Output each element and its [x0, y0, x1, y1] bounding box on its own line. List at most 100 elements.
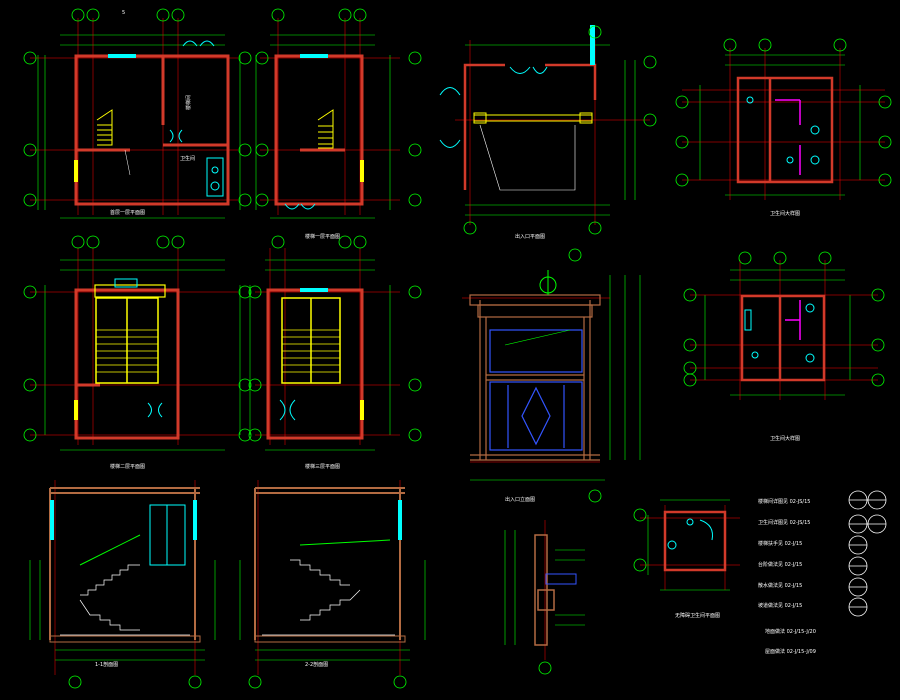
axis-bubble	[338, 235, 352, 249]
axis-bubble	[86, 8, 100, 22]
index-row-3: 楼梯扶手见 02-J/15	[758, 540, 802, 547]
svg-text:卫生间大样图: 卫生间大样图	[770, 210, 800, 217]
index-row-6: 坡道做法见 02-J/15	[758, 602, 802, 609]
axis-bubble	[408, 51, 422, 65]
axis-bubble	[723, 38, 737, 52]
svg-text:出入口平面图: 出入口平面图	[515, 233, 545, 240]
axis-bubble	[238, 193, 252, 207]
index-row-1: 楼梯间详图见 02-JS/15	[758, 498, 810, 505]
axis-bubble	[271, 235, 285, 249]
axis-bubble	[408, 428, 422, 442]
axis-bubble	[643, 113, 657, 127]
axis-bubble	[238, 428, 252, 442]
axis-bubble	[71, 235, 85, 249]
axis-bubble	[871, 288, 885, 302]
axis-bubble	[238, 378, 252, 392]
svg-text:楼梯三层平面图: 楼梯三层平面图	[305, 463, 340, 470]
index-row-5: 散水做法见 02-J/15	[758, 582, 802, 589]
axis-bubble	[871, 338, 885, 352]
section-1: 1-1剖面图	[29, 480, 216, 675]
top-number: 5	[122, 10, 125, 16]
axis-bubble	[255, 193, 269, 207]
axis-bubble	[538, 661, 552, 675]
svg-text:楼梯二层平面图: 楼梯二层平面图	[110, 463, 145, 470]
axis-bubble	[675, 135, 689, 149]
axis-bubble	[68, 675, 82, 689]
axis-bubble	[156, 8, 170, 22]
plan-2-roof-stair: 楼梯一层平面图	[255, 18, 400, 240]
svg-text:无障碍卫生间平面图: 无障碍卫生间平面图	[675, 612, 720, 619]
axis-bubble	[271, 8, 285, 22]
axis-bubble	[758, 38, 772, 52]
axis-bubble	[188, 675, 202, 689]
axis-bubble	[588, 489, 602, 503]
axis-bubble	[156, 235, 170, 249]
axis-bubble	[683, 288, 697, 302]
axis-bubble	[738, 251, 752, 265]
index-symbols	[848, 490, 887, 617]
axis-bubble	[171, 8, 185, 22]
axis-bubble	[23, 193, 37, 207]
axis-bubble	[633, 508, 647, 522]
axis-bubble	[878, 135, 892, 149]
plan-4-toilet: 卫生间大样图	[682, 48, 885, 217]
index-row-2: 卫生间详图见 02-JS/15	[758, 519, 810, 526]
axis-bubble	[238, 51, 252, 65]
axis-bubble	[675, 173, 689, 187]
axis-bubble	[675, 95, 689, 109]
svg-text:楼梯一层平面图: 楼梯一层平面图	[305, 233, 340, 240]
svg-text:2-2剖面图: 2-2剖面图	[305, 661, 328, 668]
plan-1-first-floor: 首层一层平面图 卫生间 楼梯间	[30, 18, 241, 219]
axis-bubble	[353, 8, 367, 22]
index-row-4: 台阶做法见 02-J/15	[758, 561, 802, 568]
axis-bubble	[408, 285, 422, 299]
axis-bubble	[23, 428, 37, 442]
index-row-7: 地面做法 02-J/15-J/20	[765, 628, 816, 635]
axis-bubble	[86, 235, 100, 249]
axis-bubble	[568, 248, 582, 262]
axis-bubble	[255, 51, 269, 65]
axis-bubble	[71, 8, 85, 22]
axis-bubble	[238, 285, 252, 299]
sheet-index-notes: 楼梯间详图见 02-JS/15 卫生间详图见 02-JS/15 楼梯扶手见 02…	[758, 498, 816, 655]
axis-bubble	[171, 235, 185, 249]
axis-bubble	[878, 173, 892, 187]
svg-text:出入口立面图: 出入口立面图	[505, 496, 535, 503]
axis-bubble	[23, 143, 37, 157]
small-toilet-plan: 无障碍卫生间平面图	[640, 499, 740, 619]
axis-bubble	[588, 221, 602, 235]
axis-bubble	[23, 285, 37, 299]
axis-bubble	[683, 338, 697, 352]
axis-bubble	[248, 428, 262, 442]
axis-bubble	[878, 95, 892, 109]
axis-bubble	[238, 143, 252, 157]
axis-bubble	[463, 221, 477, 235]
axis-bubble	[23, 51, 37, 65]
axis-bubble	[818, 251, 832, 265]
axis-bubble	[248, 285, 262, 299]
axis-bubble	[408, 378, 422, 392]
svg-text:1-1剖面图: 1-1剖面图	[95, 661, 118, 668]
svg-text:首层一层平面图: 首层一层平面图	[110, 209, 145, 216]
section-2: 2-2剖面图	[239, 480, 426, 675]
axis-bubbles	[23, 8, 892, 689]
axis-bubble	[683, 373, 697, 387]
axis-bubble	[833, 38, 847, 52]
plan-5-stair: 楼梯二层平面图	[30, 248, 241, 470]
axis-bubble	[23, 378, 37, 392]
axis-bubble	[871, 373, 885, 387]
plan-7-toilet: 卫生间大样图	[690, 260, 878, 442]
axis-bubble	[643, 55, 657, 69]
plan-6-stair: 楼梯三层平面图	[249, 248, 400, 470]
svg-text:卫生间: 卫生间	[180, 155, 195, 162]
axis-bubble	[633, 558, 647, 572]
axis-bubble	[408, 193, 422, 207]
axis-bubble	[773, 251, 787, 265]
svg-text:楼梯间: 楼梯间	[185, 95, 192, 110]
entrance-elevation: 出入口立面图	[462, 270, 641, 503]
axis-bubble	[588, 25, 602, 39]
axis-bubble	[338, 8, 352, 22]
axis-bubble	[408, 143, 422, 157]
wall-detail	[504, 520, 585, 660]
